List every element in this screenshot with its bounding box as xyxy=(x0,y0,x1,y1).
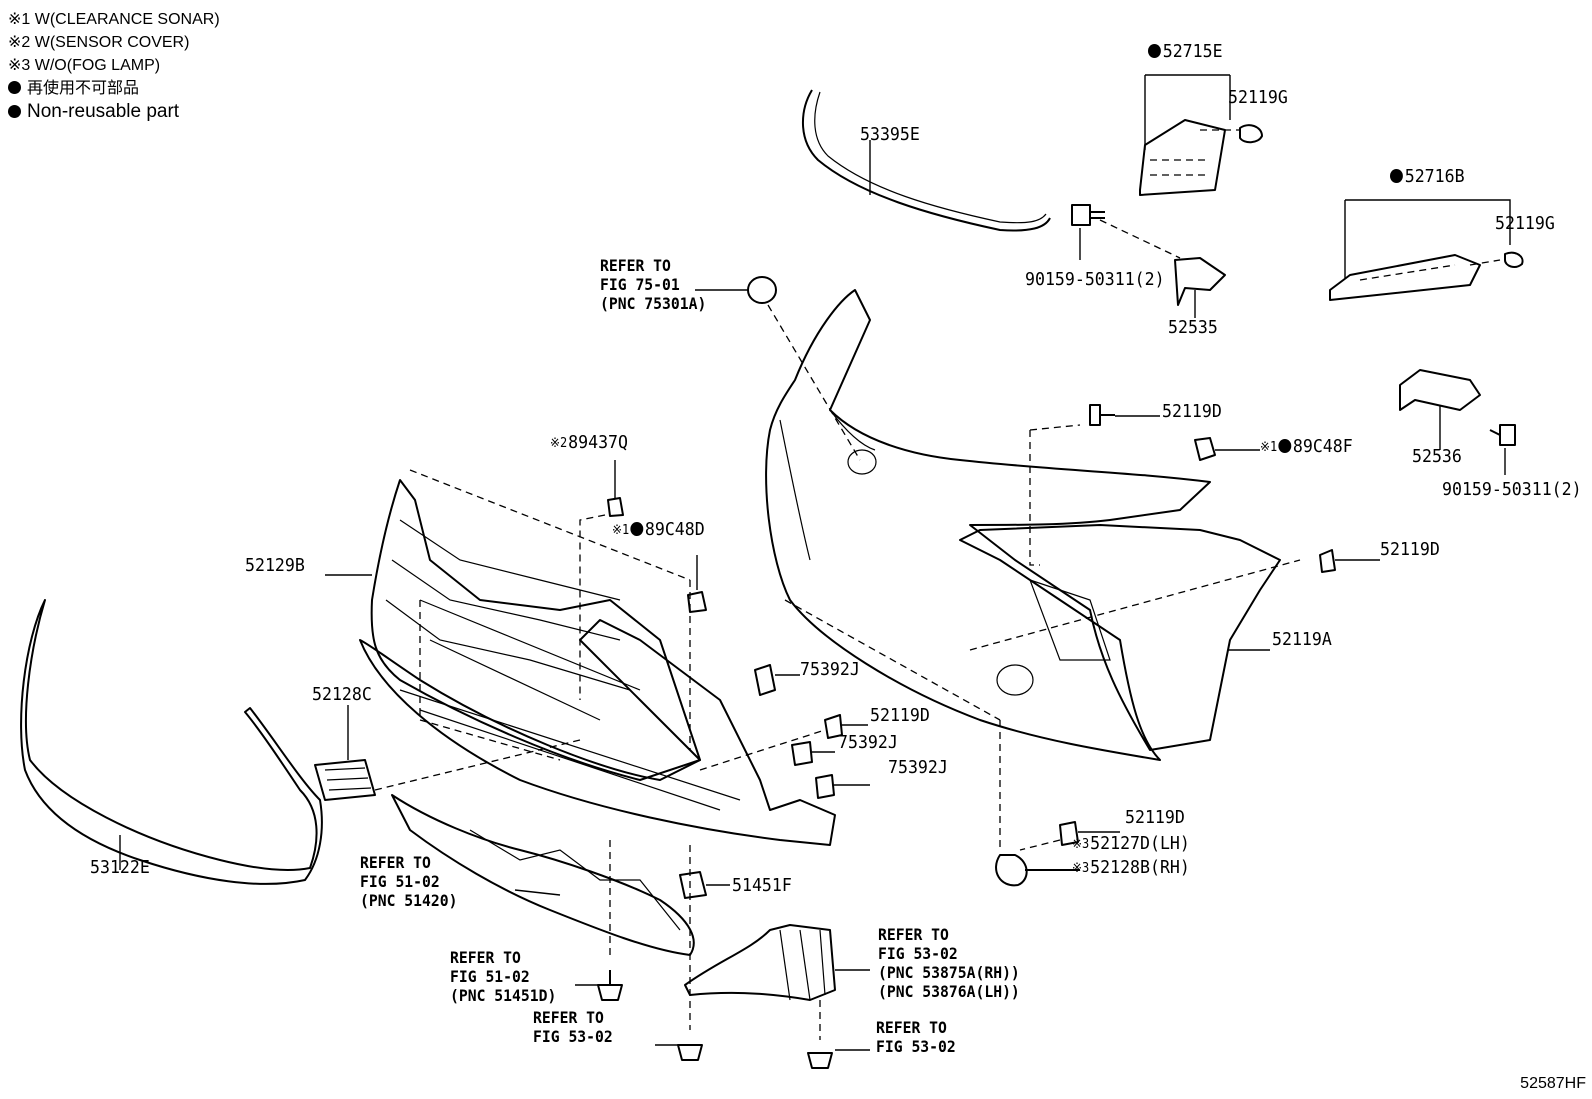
bolt-90159-b xyxy=(1489,424,1516,446)
label-52535[interactable]: 52535 xyxy=(1168,317,1218,338)
fastener-52119D-c xyxy=(824,714,843,739)
label-53122E[interactable]: 53122E xyxy=(90,857,150,878)
non-reusable-dot-icon xyxy=(1148,44,1161,58)
fastener-52119D-b xyxy=(1319,549,1336,573)
grille-52129B xyxy=(370,479,701,781)
label-52119D-d[interactable]: 52119D xyxy=(1125,807,1185,828)
screw-a xyxy=(677,1044,703,1061)
bracket-52716B xyxy=(1329,254,1481,301)
label-75392J-a[interactable]: 75392J xyxy=(800,659,860,680)
clip-52119G-b xyxy=(1504,251,1524,268)
label-75392J-c[interactable]: 75392J xyxy=(888,757,948,778)
note-non-reusable-jp: 再使用不可部品 xyxy=(8,77,220,100)
non-reusable-dot-icon xyxy=(1390,169,1403,183)
label-51451F[interactable]: 51451F xyxy=(732,875,792,896)
lower-bumper xyxy=(359,619,836,846)
illustration-code: 52587HF xyxy=(1520,1075,1586,1092)
sensor-retainer-89C48D xyxy=(687,591,707,613)
clip-75392J-b xyxy=(791,741,813,766)
fog-cover-52127D-52128B xyxy=(995,854,1080,887)
note-non-reusable-en: Non-reusable part xyxy=(8,100,220,123)
bracket-52128C xyxy=(314,759,376,801)
non-reusable-dot-icon xyxy=(8,105,21,118)
fastener-52119D-d xyxy=(1059,821,1079,846)
label-52119G-b[interactable]: 52119G xyxy=(1495,213,1555,234)
label-52119A[interactable]: 52119A xyxy=(1272,629,1332,650)
non-reusable-dot-icon xyxy=(1278,439,1292,453)
screw-51451D xyxy=(597,970,623,1001)
note-clearance-sonar: ※1 W(CLEARANCE SONAR) xyxy=(8,11,220,28)
note-fog-lamp: ※3 W/O(FOG LAMP) xyxy=(8,57,161,74)
clip-75392J-c xyxy=(815,774,835,799)
ref-fig-51-02-pnc-51420[interactable]: REFER TO FIG 51-02 (PNC 51420) xyxy=(360,853,458,910)
notes-legend: ※1 W(CLEARANCE SONAR) ※2 W(SENSOR COVER)… xyxy=(8,8,220,123)
under-cover xyxy=(391,794,695,956)
clip-51451F xyxy=(679,871,707,899)
label-52119G-a[interactable]: 52119G xyxy=(1228,87,1288,108)
sensor-cover-89437Q xyxy=(607,497,624,517)
clip-75392J-a xyxy=(754,664,776,696)
mudguard xyxy=(684,924,836,1001)
ref-fig-51-02-pnc-51451D[interactable]: REFER TO FIG 51-02 (PNC 51451D) xyxy=(450,948,557,1005)
label-90159-50311-a[interactable]: 90159-50311(2) xyxy=(1025,269,1165,290)
label-90159-50311-b[interactable]: 90159-50311(2) xyxy=(1442,479,1582,500)
label-52536[interactable]: 52536 xyxy=(1412,446,1462,467)
label-52119D-a[interactable]: 52119D xyxy=(1162,401,1222,422)
note-sensor-cover: ※2 W(SENSOR COVER) xyxy=(8,34,190,51)
label-75392J-b[interactable]: 75392J xyxy=(838,732,898,753)
label-52128C[interactable]: 52128C xyxy=(312,684,372,705)
fastener-52119D-a xyxy=(1089,404,1115,426)
clip-52119G-a xyxy=(1239,124,1263,144)
ref-fig-53-02-a[interactable]: REFER TO FIG 53-02 xyxy=(533,1008,613,1046)
bracket-52536 xyxy=(1399,369,1481,411)
screw-b xyxy=(807,1052,833,1069)
molding-53395E xyxy=(802,89,1051,232)
label-52715E[interactable]: 52715E xyxy=(1148,42,1223,62)
label-52129B[interactable]: 52129B xyxy=(245,555,305,576)
label-52119D-c[interactable]: 52119D xyxy=(870,705,930,726)
non-reusable-dot-icon xyxy=(630,522,644,536)
bracket-52535 xyxy=(1174,257,1226,306)
garnish-53122E xyxy=(20,599,323,885)
ref-fig-75-01[interactable]: REFER TO FIG 75-01 (PNC 75301A) xyxy=(600,256,707,313)
label-89437Q[interactable]: ※289437Q xyxy=(550,432,628,453)
sensor-retainer-89C48F xyxy=(1194,437,1216,461)
non-reusable-dot-icon xyxy=(8,81,21,94)
label-52127D-LH[interactable]: ※352127D(LH) xyxy=(1072,833,1190,854)
bolt-90159-a xyxy=(1071,204,1105,226)
emblem xyxy=(747,276,777,304)
label-53395E[interactable]: 53395E xyxy=(860,124,920,145)
label-52119D-b[interactable]: 52119D xyxy=(1380,539,1440,560)
label-52128B-RH[interactable]: ※352128B(RH) xyxy=(1072,857,1190,878)
label-52716B[interactable]: 52716B xyxy=(1390,167,1465,187)
bumper-cover-52119A xyxy=(765,289,1281,761)
bracket-52715E xyxy=(1139,119,1226,196)
ref-fig-53-02-b[interactable]: REFER TO FIG 53-02 xyxy=(876,1018,956,1056)
ref-fig-53-02-mudguard[interactable]: REFER TO FIG 53-02 (PNC 53875A(RH)) (PNC… xyxy=(878,925,1020,1001)
